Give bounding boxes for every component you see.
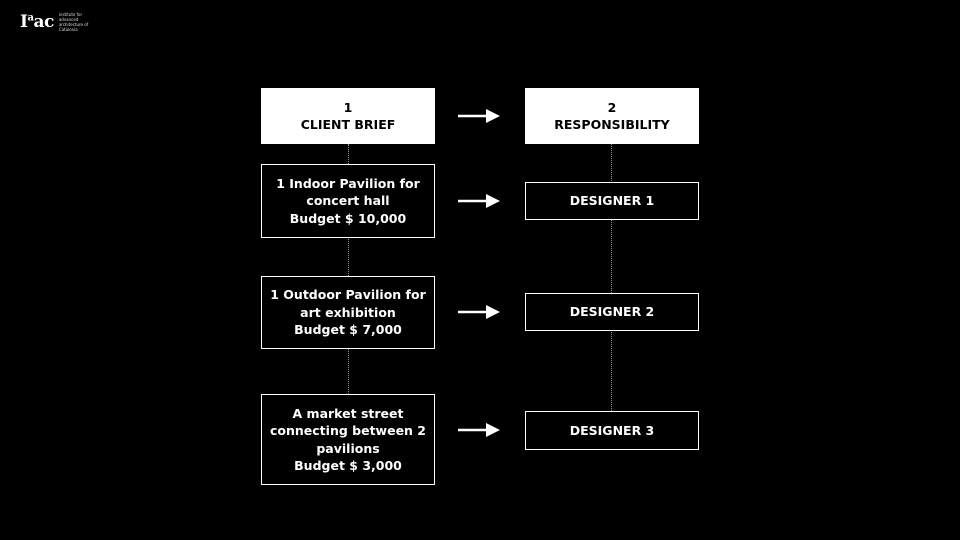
client-brief-label: CLIENT BRIEF <box>300 117 396 132</box>
designer-box-2: DESIGNER 2 <box>525 293 699 331</box>
responsibility-header: 2 RESPONSIBILITY <box>525 88 699 144</box>
designer-label: DESIGNER 1 <box>569 193 655 209</box>
iaac-logo: Iaac institute for advanced architecture… <box>20 12 93 32</box>
brief-box-3: A market street connecting between 2 pav… <box>261 394 435 485</box>
row-arrow-3 <box>458 423 500 437</box>
brief-line: connecting between 2 <box>270 423 426 438</box>
responsibility-label: RESPONSIBILITY <box>554 117 670 132</box>
designer-label: DESIGNER 3 <box>569 422 655 438</box>
brief-connector-line <box>348 144 349 394</box>
designer-label: DESIGNER 2 <box>569 304 655 320</box>
logo-text: institute for advanced architecture of C… <box>58 12 89 32</box>
responsibility-number: 2 <box>607 99 617 115</box>
brief-box-1: 1 Indoor Pavilion for concert hall Budge… <box>261 164 435 238</box>
brief-box-2: 1 Outdoor Pavilion for art exhibition Bu… <box>261 276 435 349</box>
brief-line: A market street <box>292 405 404 421</box>
designer-box-1: DESIGNER 1 <box>525 182 699 220</box>
brief-line: Budget $ 3,000 <box>294 458 402 473</box>
row-arrow-2 <box>458 305 500 319</box>
brief-line: 1 Outdoor Pavilion for <box>270 287 426 303</box>
designer-box-3: DESIGNER 3 <box>525 411 699 450</box>
brief-line: Budget $ 7,000 <box>294 322 402 338</box>
client-brief-number: 1 <box>343 99 353 115</box>
client-brief-header: 1 CLIENT BRIEF <box>261 88 435 144</box>
header-arrow <box>458 109 500 123</box>
brief-line: Budget $ 10,000 <box>289 210 407 226</box>
logo-mark: Iaac <box>20 12 54 32</box>
brief-line: art exhibition <box>300 304 396 320</box>
brief-line: concert hall <box>306 193 390 209</box>
row-arrow-1 <box>458 194 500 208</box>
responsibility-connector-line <box>611 144 612 411</box>
brief-line: 1 Indoor Pavilion for <box>276 175 420 191</box>
brief-line: pavilions <box>316 440 380 456</box>
